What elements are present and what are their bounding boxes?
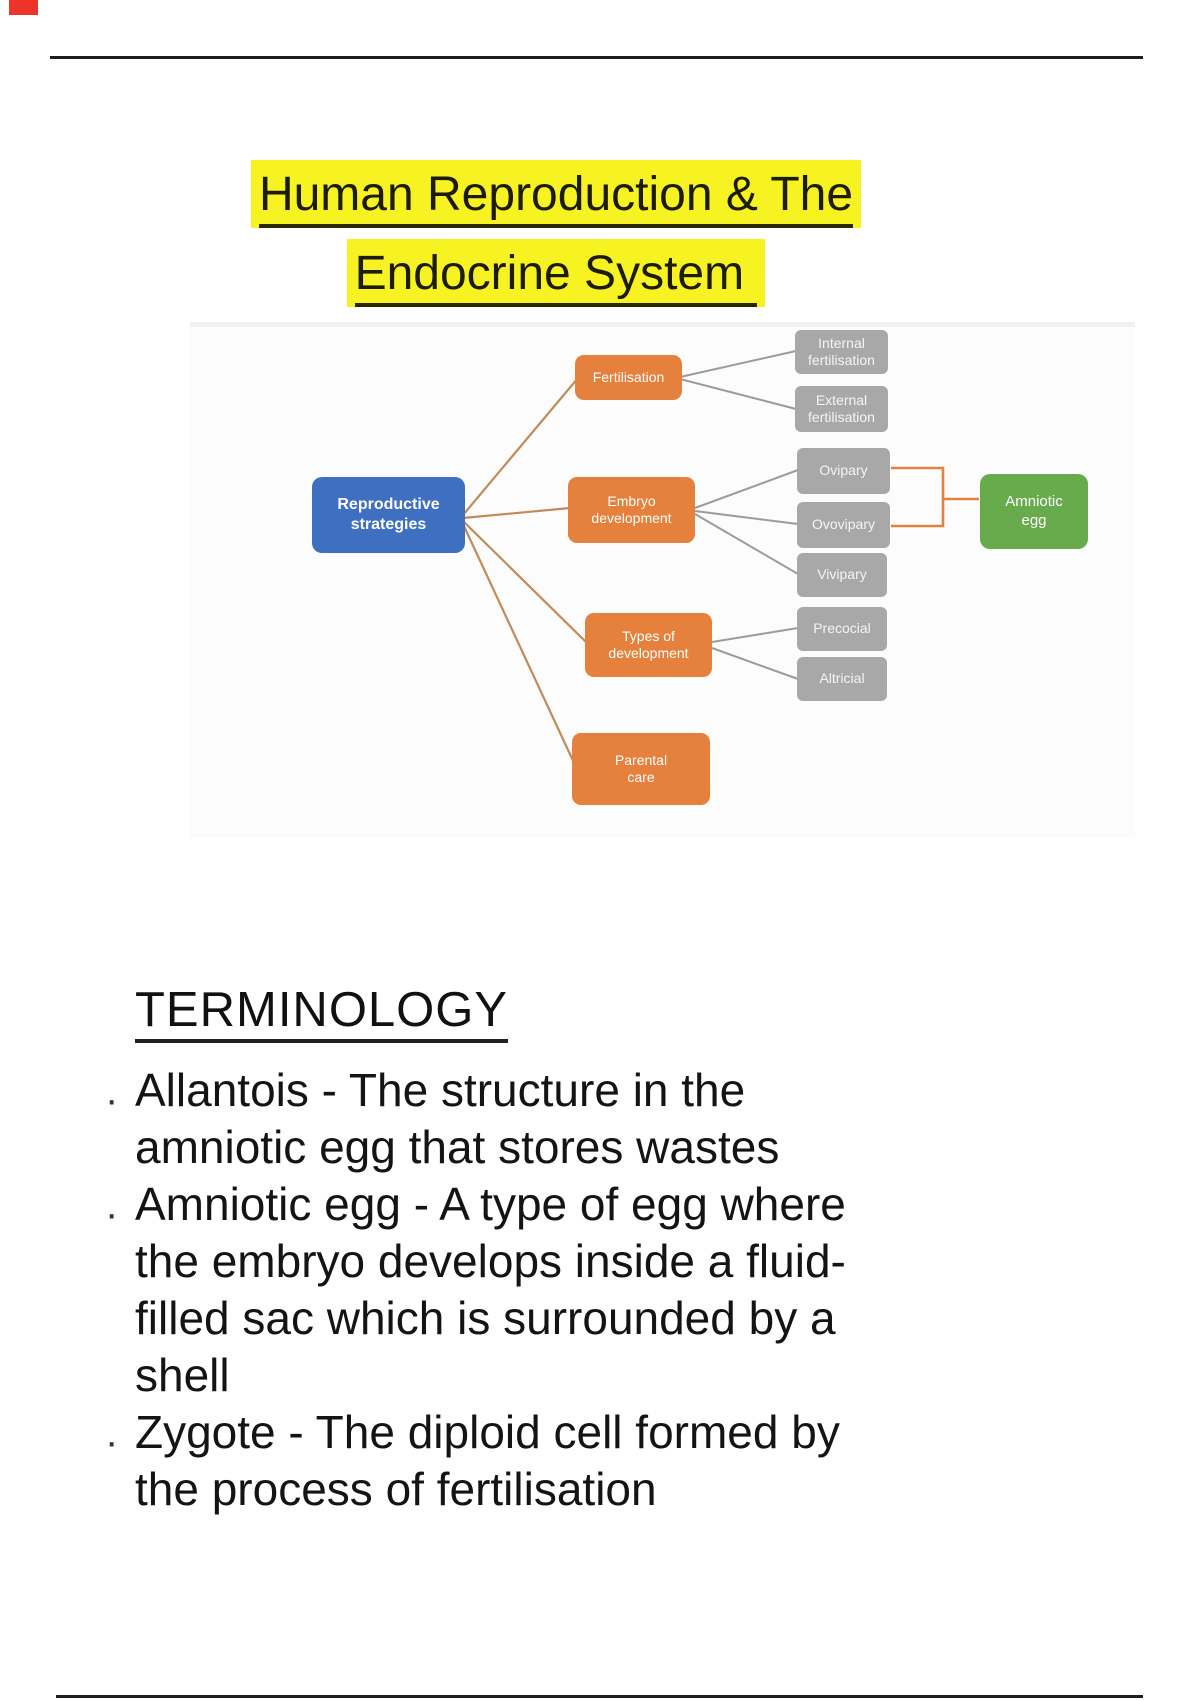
node-reproductive-strategies: Reproductive strategies: [312, 477, 465, 553]
node-amniotic-egg: Amniotic egg: [980, 474, 1088, 549]
title-highlight-line2: Endocrine System: [346, 239, 766, 307]
term-zygote: Zygote - The diploid cell formed by the …: [103, 1404, 963, 1518]
term-allantois: Allantois - The structure in the amnioti…: [103, 1062, 963, 1176]
title-line1: Human Reproduction & The: [258, 168, 854, 228]
node-embryo-development: Embryo development: [568, 477, 695, 543]
top-divider-line: [50, 56, 1143, 59]
node-vivipary: Vivipary: [797, 553, 887, 597]
node-fertilisation: Fertilisation: [575, 355, 682, 400]
bottom-divider-line: [56, 1695, 1143, 1698]
page-title: Human Reproduction & The Endocrine Syste…: [0, 160, 1112, 318]
node-altricial: Altricial: [797, 657, 887, 701]
node-precocial: Precocial: [797, 607, 887, 651]
node-internal-fertilisation: Internal fertilisation: [795, 330, 888, 374]
title-highlight-line1: Human Reproduction & The: [250, 160, 862, 228]
node-ovipary: Ovipary: [797, 448, 890, 494]
terminology-heading: TERMINOLOGY: [135, 982, 963, 1043]
node-parental-care: Parental care: [572, 733, 710, 805]
title-line2: Endocrine System: [354, 247, 758, 307]
term-amniotic-egg: Amniotic egg - A type of egg where the e…: [103, 1176, 963, 1404]
node-types-of-development: Types of development: [585, 613, 712, 677]
node-external-fertilisation: External fertilisation: [795, 386, 888, 432]
corner-red-marker: [9, 0, 38, 15]
terminology-heading-text: TERMINOLOGY: [135, 983, 509, 1043]
node-ovovipary: Ovovipary: [797, 502, 890, 548]
terminology-section: TERMINOLOGY Allantois - The structure in…: [103, 982, 963, 1518]
